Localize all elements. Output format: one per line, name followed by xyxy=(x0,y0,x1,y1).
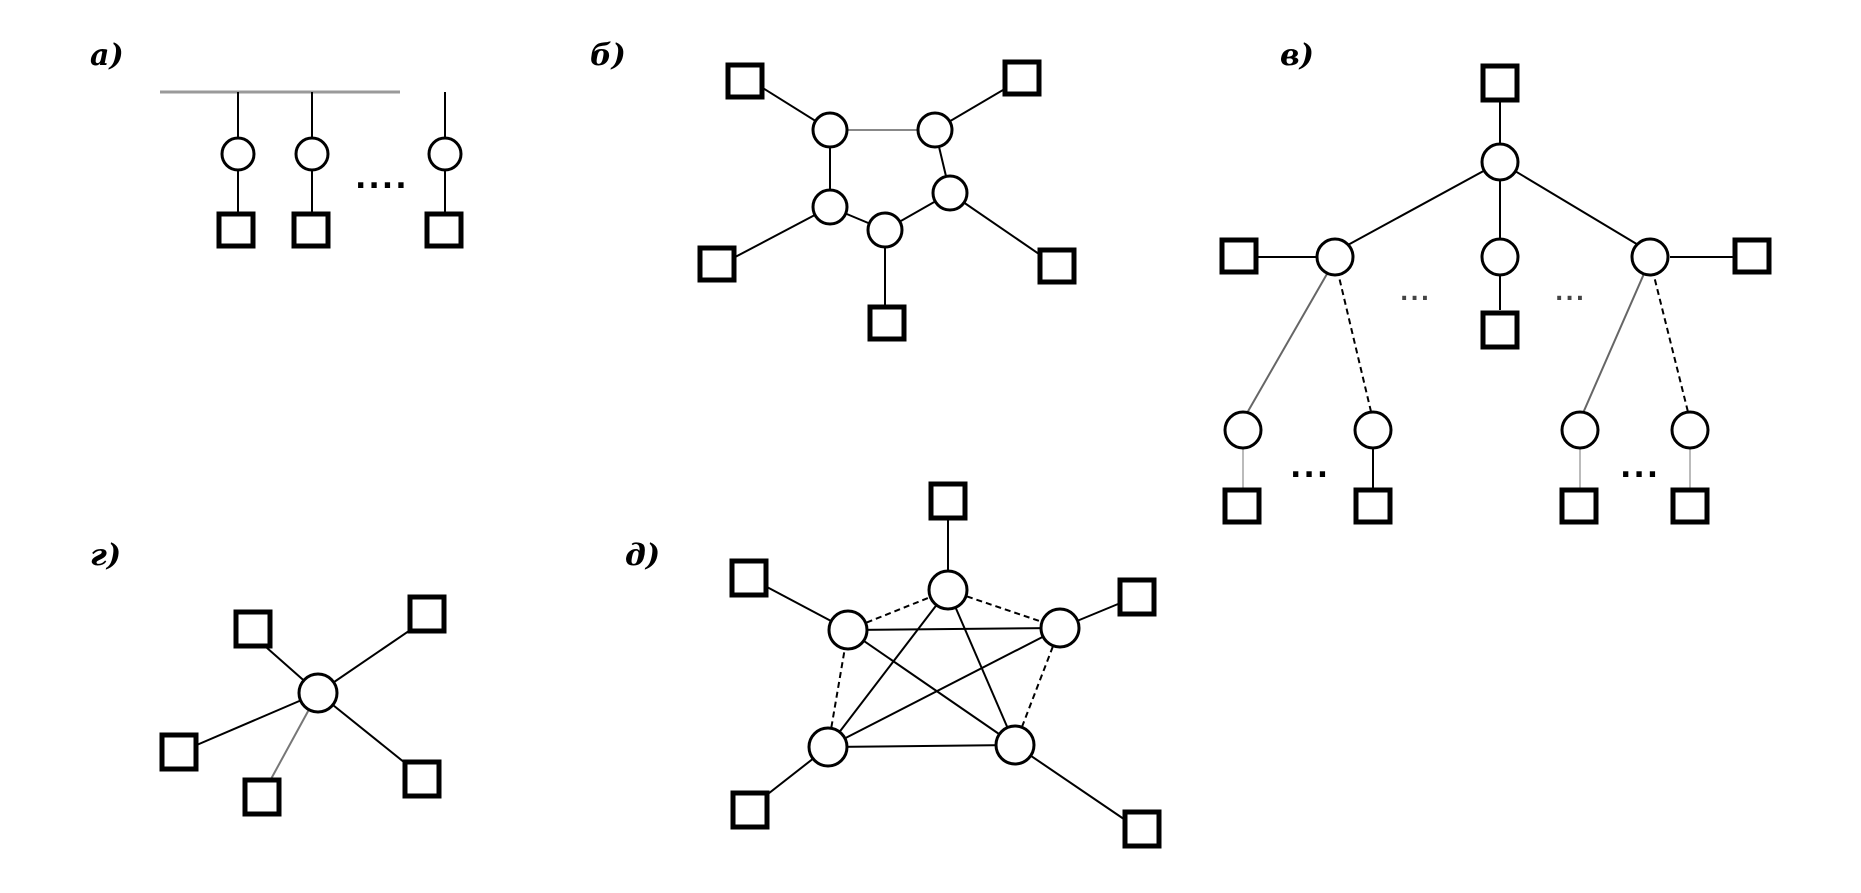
ellipsis: .... xyxy=(355,161,409,196)
diagram-label-b: б) xyxy=(590,38,626,73)
terminal xyxy=(233,609,273,649)
diagram-label-d: д) xyxy=(625,538,660,573)
terminal xyxy=(725,62,765,100)
edge xyxy=(847,589,949,631)
node xyxy=(811,188,849,226)
node xyxy=(1039,607,1081,649)
ellipsis: ... xyxy=(1400,281,1431,306)
terminal xyxy=(1037,247,1077,285)
terminal xyxy=(424,211,464,249)
edge xyxy=(1014,627,1061,746)
edge xyxy=(827,589,949,748)
node xyxy=(1480,142,1520,182)
diagram-tree: в) ... ... ... ... xyxy=(1219,38,1772,525)
ellipsis: ... xyxy=(1555,281,1586,306)
node xyxy=(1670,410,1710,450)
edge xyxy=(827,744,1016,748)
terminal xyxy=(1480,63,1520,103)
edge xyxy=(847,627,1061,631)
node xyxy=(916,111,954,149)
diagram-ring: б) xyxy=(590,38,1077,342)
terminal xyxy=(1222,487,1262,525)
edge xyxy=(719,206,831,266)
node xyxy=(827,609,869,651)
edge xyxy=(1579,259,1651,421)
terminal xyxy=(1480,310,1520,350)
diagram-bus: а) .... xyxy=(90,38,464,249)
edge xyxy=(317,619,426,694)
node xyxy=(297,672,339,714)
ellipsis: ... xyxy=(1620,450,1660,485)
terminal xyxy=(867,304,907,342)
node xyxy=(427,136,463,172)
diagram-label-g: г) xyxy=(90,538,121,573)
terminal xyxy=(407,594,447,634)
node xyxy=(994,724,1036,766)
node xyxy=(1223,410,1263,450)
diagram-star: г) xyxy=(90,538,447,817)
edge xyxy=(1334,161,1501,253)
node xyxy=(1560,410,1600,450)
edge xyxy=(827,627,1061,748)
terminal xyxy=(1219,237,1259,275)
edge xyxy=(847,629,1016,746)
edge xyxy=(184,692,319,751)
node xyxy=(1630,237,1670,277)
diagram-mesh: д) xyxy=(625,481,1162,849)
node xyxy=(1315,237,1355,277)
terminal xyxy=(291,211,331,249)
edge xyxy=(1499,161,1651,253)
terminal xyxy=(1732,237,1772,275)
terminal xyxy=(1353,487,1393,525)
diagram-label-v: в) xyxy=(1280,38,1314,73)
node xyxy=(294,136,330,172)
node xyxy=(807,726,849,768)
edge xyxy=(1014,744,1141,831)
terminal xyxy=(216,211,256,249)
terminal xyxy=(1117,577,1157,617)
node xyxy=(1353,410,1393,450)
node xyxy=(811,111,849,149)
terminal xyxy=(729,558,769,598)
node xyxy=(927,569,969,611)
terminal xyxy=(928,481,968,521)
terminal xyxy=(159,732,199,772)
terminal xyxy=(1559,487,1599,525)
node xyxy=(931,174,969,212)
terminal xyxy=(730,790,770,830)
ellipsis: ... xyxy=(1290,450,1330,485)
node xyxy=(220,136,256,172)
edge xyxy=(1649,259,1691,421)
edge xyxy=(1334,259,1374,421)
node xyxy=(1480,237,1520,277)
terminal xyxy=(1002,59,1042,97)
edge xyxy=(1242,259,1336,421)
node xyxy=(866,211,904,249)
terminal xyxy=(1122,809,1162,849)
terminal xyxy=(242,777,282,817)
terminal xyxy=(402,759,442,799)
diagram-label-a: а) xyxy=(90,38,124,73)
terminal xyxy=(697,245,737,283)
terminal xyxy=(1670,487,1710,525)
